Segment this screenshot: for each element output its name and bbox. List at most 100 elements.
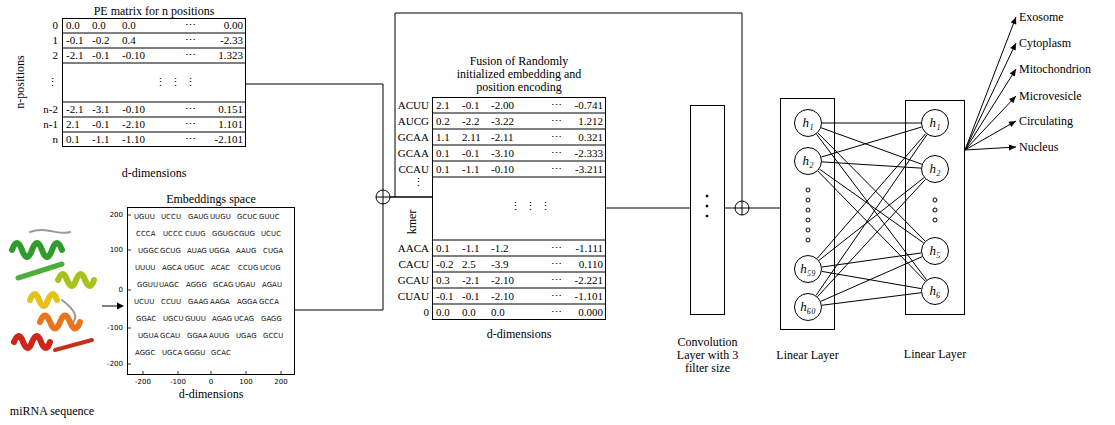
axis-tick: 100	[239, 378, 252, 386]
table-cell: -3.1	[92, 103, 109, 116]
table-row-lines	[62, 33, 246, 132]
kmer-point: UGAG	[236, 332, 257, 340]
table-cell: -2.221	[575, 274, 603, 287]
output-class: Nucleus	[1018, 139, 1059, 155]
kmer-point: AGAG	[212, 315, 232, 323]
row-index: GCAA	[398, 131, 429, 144]
connector-line	[816, 134, 926, 280]
layer-heading: Embeddings space	[166, 193, 256, 206]
ellipsis-dots	[806, 208, 810, 212]
connector-line	[965, 96, 1016, 150]
row-index: 0	[53, 19, 59, 32]
kmer-point: AUUG	[209, 332, 229, 340]
table-cell: ⋯	[551, 274, 562, 287]
kmer-point: CUUG	[185, 230, 206, 238]
table-cell: 0.1	[436, 163, 450, 176]
table-cell: ⋯	[185, 34, 196, 47]
kmer-point: UCUU	[134, 298, 154, 306]
table-cell: ⋯	[185, 49, 196, 62]
table-cell: 0.0	[462, 306, 476, 319]
table-cell: -0.741	[575, 99, 603, 112]
connector-line	[606, 208, 690, 209]
protein-illustration	[12, 230, 94, 350]
conv-layer: Convolution Layer with 3 filter size	[690, 105, 725, 315]
table-cell: 0.00	[224, 19, 243, 32]
connector	[295, 197, 432, 310]
connector	[822, 123, 921, 124]
table-cell: -1.2	[491, 242, 508, 255]
neuron: h₁	[794, 109, 822, 137]
neuron-label: h₆	[929, 283, 940, 299]
protein-helix	[40, 316, 80, 329]
kmer-point: UUUU	[135, 264, 156, 272]
neuron: h₆	[921, 277, 949, 305]
table-cell: -2.00	[491, 99, 514, 112]
table-cell: ⋯	[551, 306, 562, 319]
neuron: h₂	[794, 147, 822, 175]
neuron-label: h₁	[802, 115, 813, 131]
kmer-point: GGUG	[212, 230, 233, 238]
kmer-point: UGUC	[184, 264, 205, 272]
connector	[822, 293, 921, 306]
table-cell: -2.333	[575, 147, 603, 160]
arrow-head	[1011, 17, 1017, 25]
ellipsis-dots	[706, 205, 708, 207]
node-text: Nucleus	[1019, 140, 1058, 154]
ellipsis-dots	[706, 195, 708, 197]
kmer-point: CUGA	[263, 247, 283, 255]
row-index: 1	[53, 34, 59, 47]
table-cell: ⋯	[185, 19, 196, 32]
kmer-point: GGGU	[184, 349, 205, 357]
connector-line	[965, 69, 1016, 150]
kmer-point: AGCA	[162, 264, 182, 272]
table-cell: -0.10	[122, 103, 145, 116]
connector-line	[822, 293, 921, 306]
axis-tick: -100	[107, 324, 123, 332]
protein-helix	[12, 243, 62, 257]
table-cell: ⋯	[551, 115, 562, 128]
row-index: 2	[53, 49, 59, 62]
kmer-point: GGUU	[137, 281, 158, 289]
input-arrow	[117, 303, 124, 310]
row-index: n-2	[43, 103, 58, 116]
kmer-point: ACAC	[211, 264, 230, 272]
axis-tick: 200	[110, 211, 123, 219]
sum-symbol	[376, 190, 390, 204]
kmer-point: UUGU	[210, 213, 231, 221]
table-cell: 0.151	[218, 103, 243, 116]
plot-ticks	[127, 215, 281, 375]
connector-line	[965, 121, 1016, 150]
row-index: CCAU	[398, 163, 429, 176]
axis-tick: -200	[107, 360, 123, 368]
kmer-point: GCCU	[263, 332, 283, 340]
kmer-point: GUUU	[185, 315, 206, 323]
table-cell: 0.1	[66, 133, 80, 146]
table-cell: ⋯	[551, 290, 562, 303]
table-cell: 1.1	[436, 131, 450, 144]
connector	[965, 69, 1016, 150]
axis-tick: -200	[135, 378, 151, 386]
row-index: n	[53, 133, 59, 146]
table-cell: -3.211	[575, 163, 603, 176]
row-index: n-1	[43, 118, 58, 131]
neuron-label: h₆₀	[800, 299, 816, 315]
table-cell: ⋯	[551, 163, 562, 176]
table-cell: -0.1	[462, 147, 479, 160]
kmer-point: AGGC	[135, 349, 155, 357]
axis-tick: 200	[274, 378, 287, 386]
kmer-point: AUAG	[187, 247, 207, 255]
table-cell: -0.1	[462, 99, 479, 112]
ellipsis-dots	[933, 218, 937, 222]
table-cell: -0.1	[66, 34, 83, 47]
kmer-point: GCCA	[259, 298, 279, 306]
connector	[965, 96, 1016, 150]
row-index: GCAU	[398, 274, 429, 287]
connector-line	[822, 271, 921, 288]
axis-title: d-dimensions	[122, 167, 187, 180]
kmer-point: AGAU	[262, 281, 282, 289]
kmer-point: UCUC	[261, 230, 281, 238]
kmer-point: GCAC	[211, 349, 231, 357]
protein-helix	[30, 294, 57, 306]
node-text: Circulating	[1019, 114, 1073, 128]
table-cell: -1.111	[575, 242, 603, 255]
